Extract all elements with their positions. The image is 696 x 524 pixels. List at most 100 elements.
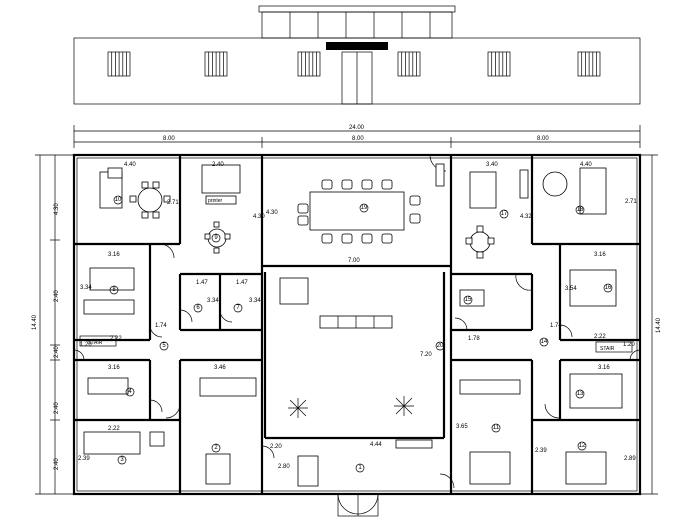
room-number-circle (491, 423, 501, 433)
room-number: 17 (501, 211, 508, 217)
room-number: 14 (541, 339, 548, 345)
conference-table (309, 191, 405, 231)
bed-room-11 (469, 451, 511, 485)
bed-room-12 (565, 451, 607, 485)
front-elevation (73, 5, 641, 105)
dim-office-left-w: 3.16 (108, 365, 120, 371)
dim-overall-height-left: 14.40 (32, 314, 38, 330)
top-dimension-lines: 24.00 8.00 8.00 8.00 (73, 125, 641, 148)
dim-h174: 1.74 (155, 323, 167, 329)
conference-chair-8 (381, 233, 393, 244)
stair-left-label: STAIR (88, 340, 103, 346)
room-number-circle (435, 341, 445, 351)
room-number-circle (117, 455, 127, 465)
dim-corridor: 7.00 (348, 258, 360, 264)
room-number: 8 (112, 287, 116, 293)
desk-printer-room (201, 164, 241, 194)
room-number: 4 (128, 389, 132, 395)
room-dimensions: 4.40 2.71 2.40 4.30 4.30 3.40 4.32 4.40 … (78, 162, 637, 470)
room-number-circle (125, 387, 135, 397)
round-table-3 (469, 231, 491, 253)
room-number-circle (577, 441, 587, 451)
room-number: 18 (577, 207, 584, 213)
conference-chair-4 (341, 233, 353, 244)
room-number: 3 (120, 457, 124, 463)
printer-shelf (205, 195, 237, 205)
room-number-circle (193, 303, 203, 313)
dim-h239: 2.39 (78, 456, 90, 462)
conference-chair-11 (409, 195, 421, 206)
room-number-circle (211, 443, 221, 453)
room-number-circle (603, 283, 613, 293)
room-number-circle (159, 341, 169, 351)
dim-w222b: 2.22 (594, 334, 606, 340)
dim-r4-h: 2.71 (625, 199, 637, 205)
conference-chair-12 (409, 213, 421, 224)
dim-r1-w: 4.40 (124, 162, 136, 168)
room-number-circle (539, 337, 549, 347)
dim-h354: 3.54 (565, 286, 577, 292)
room-number-circle (211, 233, 221, 243)
room-number-circle (499, 209, 509, 219)
conference-chair-5 (361, 179, 373, 190)
dim-h334b: 3.34 (207, 298, 219, 304)
dim-w220: 2.20 (270, 444, 282, 450)
room-number: 5 (162, 343, 166, 349)
desk-lower-left (87, 377, 129, 395)
room-number: 16 (605, 285, 612, 291)
room-number: 7 (236, 305, 240, 311)
elevation-roof-cap (258, 5, 456, 13)
dim-r1-h: 2.71 (167, 200, 179, 206)
room-number-circle (463, 295, 473, 305)
dim-w246: 3.46 (214, 365, 226, 371)
desk-room-11 (579, 167, 607, 215)
dim-h334c: 3.34 (249, 298, 261, 304)
dim-w316b: 3.16 (594, 252, 606, 258)
dim-h365: 3.65 (456, 424, 468, 430)
conference-chair-7 (381, 179, 393, 190)
dim-overall-width: 24.00 (349, 125, 365, 131)
plant-1 (288, 398, 308, 418)
room-number: 15 (465, 297, 472, 303)
dim-right-wing: 8.00 (537, 136, 549, 142)
furniture: printer (83, 163, 623, 487)
conference-chair-6 (361, 233, 373, 244)
right-dimension-lines: 14.40 (640, 154, 662, 495)
dim-left-seg-5: 2.40 (54, 458, 60, 470)
dim-conf-h: 4.30 (266, 210, 278, 216)
elevation-upper-block (261, 11, 453, 39)
dim-w222c: 2.22 (108, 426, 120, 432)
dim-left-seg-1: 4.30 (54, 203, 60, 215)
elevation-windows (107, 51, 601, 77)
conference-chair-9 (297, 203, 309, 214)
entrance-porch (337, 493, 379, 517)
room-number-circle (359, 203, 369, 213)
dim-r2-h: 4.30 (253, 214, 265, 220)
room-number-circle (233, 303, 243, 313)
room-number: 13 (577, 391, 584, 397)
dim-w244: 4.44 (370, 442, 382, 448)
dim-h289: 2.89 (624, 456, 636, 462)
desk-bottom-left (83, 431, 141, 455)
door-swings (73, 154, 641, 489)
desk-right-mid (569, 269, 617, 307)
dim-w147b: 1.47 (236, 280, 248, 286)
dim-left-wing: 8.00 (163, 136, 175, 142)
desk-room-2 (205, 453, 231, 485)
dim-r4-w: 4.40 (580, 162, 592, 168)
interior-walls (74, 155, 640, 494)
dim-left-seg-4: 2.40 (54, 402, 60, 414)
dim-left-seg-2: 2.40 (54, 290, 60, 302)
dim-w222a: 2.22 (110, 336, 122, 342)
desk-left-mid (89, 267, 135, 291)
round-table-1 (137, 187, 163, 213)
dim-office-right-w: 3.16 (598, 365, 610, 371)
room-number-circle (355, 463, 365, 473)
dim-h174b: 1.74 (550, 323, 562, 329)
dim-w288: 2.80 (278, 464, 290, 470)
dim-r-st-w: 1.20 (623, 342, 635, 348)
room-number-circle (109, 285, 119, 295)
